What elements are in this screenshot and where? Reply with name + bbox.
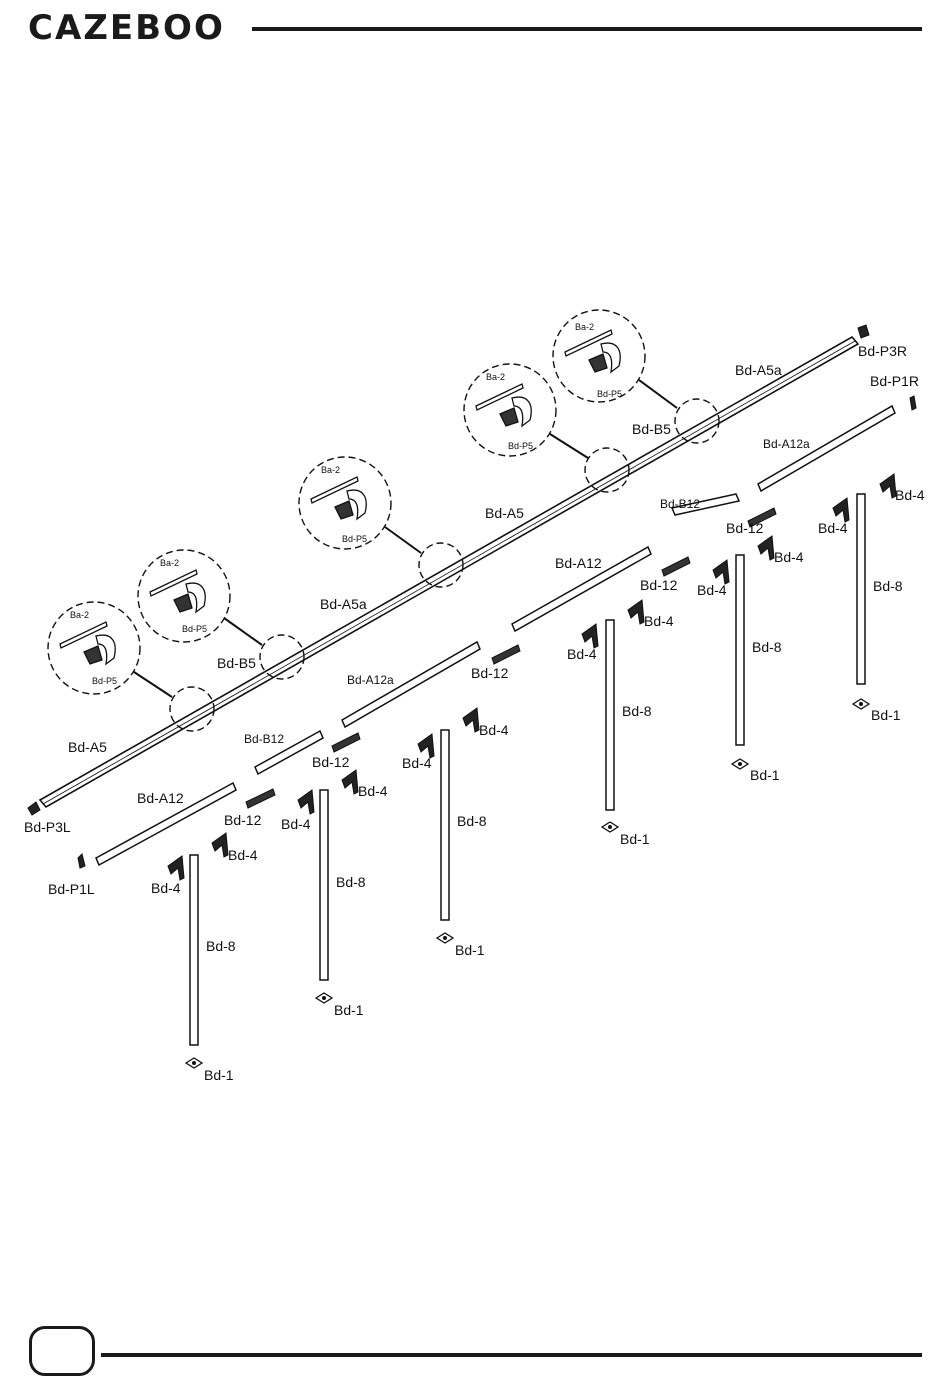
label-bd-b12: Bd-B12 xyxy=(660,497,700,511)
label-bd-a12a: Bd-A12a xyxy=(347,673,394,687)
label-ba-2: Ba-2 xyxy=(486,372,505,382)
label-bd-1: Bd-1 xyxy=(871,707,901,723)
label-bd-4: Bd-4 xyxy=(151,880,181,896)
label-bd-12: Bd-12 xyxy=(640,577,678,593)
label-bd-8: Bd-8 xyxy=(752,639,782,655)
label-bd-8: Bd-8 xyxy=(206,938,236,954)
label-bd-b5: Bd-B5 xyxy=(217,655,256,671)
end-caps xyxy=(27,324,917,869)
label-ba-2: Ba-2 xyxy=(321,465,340,475)
label-bd-1: Bd-1 xyxy=(750,767,780,783)
label-bd-1: Bd-1 xyxy=(204,1067,234,1083)
label-bd-4: Bd-4 xyxy=(402,755,432,771)
label-bd-a5a: Bd-A5a xyxy=(320,596,367,612)
joint-highlights xyxy=(169,398,720,732)
posts xyxy=(189,493,866,1046)
label-bd-p5: Bd-P5 xyxy=(508,441,533,451)
label-bd-1: Bd-1 xyxy=(334,1002,364,1018)
label-bd-a12a: Bd-A12a xyxy=(763,437,810,451)
label-bd-a12: Bd-A12 xyxy=(137,790,184,806)
label-bd-p5: Bd-P5 xyxy=(597,389,622,399)
label-bd-1: Bd-1 xyxy=(620,831,650,847)
label-bd-4: Bd-4 xyxy=(358,783,388,799)
footer-rule xyxy=(101,1353,922,1357)
label-bd-12: Bd-12 xyxy=(224,812,262,828)
label-ba-2: Ba-2 xyxy=(70,610,89,620)
label-bd-b12: Bd-B12 xyxy=(244,732,284,746)
label-bd-p1r: Bd-P1R xyxy=(870,373,919,389)
label-bd-12: Bd-12 xyxy=(312,754,350,770)
label-bd-b5: Bd-B5 xyxy=(632,421,671,437)
label-bd-4: Bd-4 xyxy=(818,520,848,536)
label-bd-12: Bd-12 xyxy=(471,665,509,681)
label-ba-2: Ba-2 xyxy=(160,558,179,568)
label-bd-4: Bd-4 xyxy=(774,549,804,565)
label-bd-p3r: Bd-P3R xyxy=(858,343,907,359)
label-bd-a5: Bd-A5 xyxy=(68,739,107,755)
label-bd-4: Bd-4 xyxy=(895,487,925,503)
label-bd-p3l: Bd-P3L xyxy=(24,819,71,835)
page-header: CAZEBOO xyxy=(0,0,950,60)
label-bd-8: Bd-8 xyxy=(457,813,487,829)
label-bd-1: Bd-1 xyxy=(455,942,485,958)
label-bd-4: Bd-4 xyxy=(567,646,597,662)
label-bd-4: Bd-4 xyxy=(479,722,509,738)
label-bd-4: Bd-4 xyxy=(697,582,727,598)
label-bd-4: Bd-4 xyxy=(281,816,311,832)
header-rule xyxy=(252,27,922,31)
side-rail-beam xyxy=(95,404,896,867)
label-ba-2: Ba-2 xyxy=(575,322,594,332)
corner-brackets xyxy=(167,473,897,881)
label-bd-8: Bd-8 xyxy=(873,578,903,594)
label-bd-4: Bd-4 xyxy=(228,847,258,863)
label-bd-8: Bd-8 xyxy=(622,703,652,719)
label-bd-p5: Bd-P5 xyxy=(92,676,117,686)
brand-logo: CAZEBOO xyxy=(28,8,225,48)
label-bd-8: Bd-8 xyxy=(336,874,366,890)
label-bd-p5: Bd-P5 xyxy=(342,534,367,544)
label-bd-a12: Bd-A12 xyxy=(555,555,602,571)
leader-lines xyxy=(133,379,678,698)
label-bd-4: Bd-4 xyxy=(644,613,674,629)
label-bd-p5: Bd-P5 xyxy=(182,624,207,634)
label-bd-p1l: Bd-P1L xyxy=(48,881,95,897)
label-bd-a5: Bd-A5 xyxy=(485,505,524,521)
label-bd-a5a: Bd-A5a xyxy=(735,362,782,378)
detail-contents xyxy=(59,329,621,666)
page-number-badge xyxy=(29,1326,95,1376)
label-bd-12: Bd-12 xyxy=(726,520,764,536)
connector-pieces xyxy=(245,507,777,809)
